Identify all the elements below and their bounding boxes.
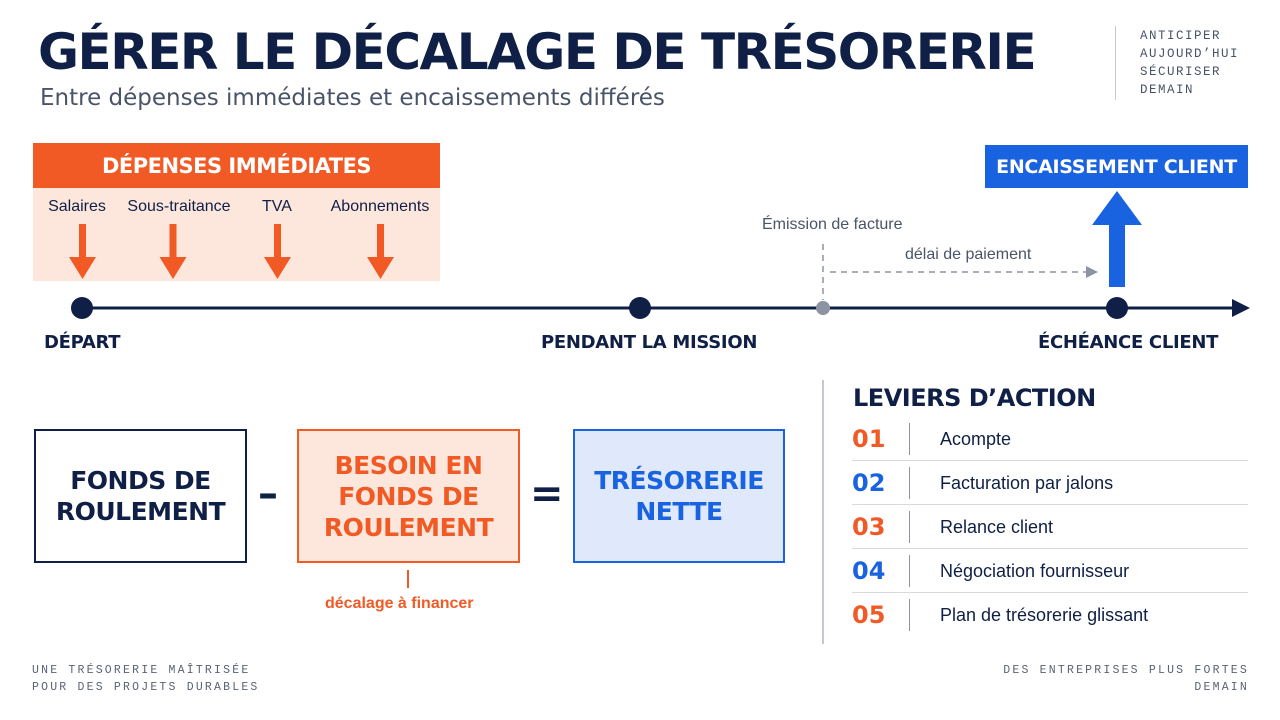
lever-rule bbox=[852, 592, 1248, 593]
expense-salaires: Salaires bbox=[48, 198, 106, 215]
footer-line: POUR DES PROJETS DURABLES bbox=[32, 681, 260, 694]
tagline-line: SÉCURISER bbox=[1140, 65, 1222, 79]
tresorerie-nette-box: TRÉSORERIE NETTE bbox=[573, 429, 785, 563]
lever-label: Facturation par jalons bbox=[940, 473, 1114, 493]
decalage-tick bbox=[407, 570, 409, 588]
expense-arrow-icon bbox=[264, 224, 291, 279]
expense-arrow-icon bbox=[367, 224, 394, 279]
equals-operator: = bbox=[530, 471, 564, 517]
decalage-label: décalage à financer bbox=[325, 595, 474, 612]
expense-arrow-icon bbox=[69, 224, 96, 279]
lever-item: 02 Facturation par jalons bbox=[852, 461, 1248, 505]
lever-rule bbox=[852, 548, 1248, 549]
encaissement-client-box: ENCAISSEMENT CLIENT bbox=[985, 145, 1248, 188]
lever-label: Négociation fournisseur bbox=[940, 561, 1130, 581]
encaissement-arrow-icon bbox=[1092, 191, 1142, 287]
lever-number: 04 bbox=[852, 557, 886, 585]
lever-item: 05 Plan de trésorerie glissant bbox=[852, 593, 1248, 637]
expense-tva: TVA bbox=[262, 198, 292, 215]
tagline-line: DEMAIN bbox=[1140, 83, 1195, 97]
milestone-echeance: ÉCHÉANCE CLIENT bbox=[1038, 332, 1219, 353]
levers-title: LEVIERS D’ACTION bbox=[853, 384, 1096, 412]
timeline-arrowhead-icon bbox=[1232, 299, 1250, 317]
bfr-box: BESOIN EN FONDS DE ROULEMENT bbox=[297, 429, 520, 563]
lever-number: 01 bbox=[852, 425, 886, 453]
lever-label: Relance client bbox=[940, 517, 1054, 537]
minus-operator: – bbox=[258, 471, 278, 517]
bfr-line: FONDS DE bbox=[338, 481, 479, 511]
lever-separator bbox=[909, 511, 910, 543]
lever-number: 02 bbox=[852, 469, 886, 497]
lever-rule bbox=[852, 460, 1248, 461]
depenses-panel bbox=[33, 188, 440, 281]
milestone-depart-dot bbox=[71, 297, 93, 319]
tn-line: TRÉSORERIE bbox=[594, 466, 764, 495]
milestone-mission: PENDANT LA MISSION bbox=[541, 332, 758, 353]
tagline-line: AUJOURD’HUI bbox=[1140, 47, 1240, 61]
tagline-divider bbox=[1115, 26, 1116, 100]
lever-number: 03 bbox=[852, 513, 886, 541]
depenses-title: DÉPENSES IMMÉDIATES bbox=[33, 143, 440, 188]
lever-rule bbox=[852, 504, 1248, 505]
lever-item: 01 Acompte bbox=[852, 417, 1248, 461]
fdr-line: FONDS DE bbox=[70, 466, 211, 495]
lever-item: 03 Relance client bbox=[852, 505, 1248, 549]
milestone-echeance-dot bbox=[1106, 297, 1128, 319]
payment-delay-label: délai de paiement bbox=[905, 246, 1032, 263]
lever-label: Acompte bbox=[940, 429, 1012, 449]
footer-left: UNE TRÉSORERIE MAÎTRISÉE POUR DES PROJET… bbox=[32, 662, 260, 696]
lever-item: 04 Négociation fournisseur bbox=[852, 549, 1248, 593]
bfr-line: BESOIN EN bbox=[334, 450, 483, 480]
tn-line: NETTE bbox=[635, 497, 723, 526]
footer-right: DES ENTREPRISES PLUS FORTES DEMAIN bbox=[1003, 662, 1249, 696]
lever-separator bbox=[909, 599, 910, 631]
payment-delay-arrowhead-icon bbox=[1086, 266, 1098, 278]
invoice-dot bbox=[816, 301, 830, 315]
fdr-line: ROULEMENT bbox=[55, 497, 226, 526]
tagline: ANTICIPER AUJOURD’HUI SÉCURISER DEMAIN bbox=[1140, 27, 1239, 99]
bfr-line: ROULEMENT bbox=[323, 512, 494, 542]
levers-divider bbox=[822, 380, 824, 644]
timeline-graphic bbox=[69, 191, 1250, 319]
page-subtitle: Entre dépenses immédiates et encaissemen… bbox=[40, 85, 665, 111]
invoice-label: Émission de facture bbox=[762, 216, 903, 233]
tagline-line: ANTICIPER bbox=[1140, 29, 1222, 43]
footer-line: DES ENTREPRISES PLUS FORTES bbox=[1003, 664, 1249, 677]
footer-line: DEMAIN bbox=[1194, 681, 1249, 694]
expense-sous-traitance: Sous-traitance bbox=[127, 198, 231, 215]
expense-arrow-icon bbox=[159, 224, 187, 279]
milestone-depart: DÉPART bbox=[44, 332, 121, 353]
fonds-de-roulement-box: FONDS DE ROULEMENT bbox=[34, 429, 247, 563]
lever-separator bbox=[909, 467, 910, 499]
footer-line: UNE TRÉSORERIE MAÎTRISÉE bbox=[32, 664, 251, 677]
milestone-mission-dot bbox=[629, 297, 651, 319]
lever-number: 05 bbox=[852, 601, 886, 629]
expense-abonnements: Abonnements bbox=[330, 198, 430, 215]
lever-label: Plan de trésorerie glissant bbox=[940, 605, 1149, 625]
lever-separator bbox=[909, 423, 910, 455]
lever-separator bbox=[909, 555, 910, 587]
page-title: GÉRER LE DÉCALAGE DE TRÉSORERIE bbox=[38, 23, 1037, 81]
